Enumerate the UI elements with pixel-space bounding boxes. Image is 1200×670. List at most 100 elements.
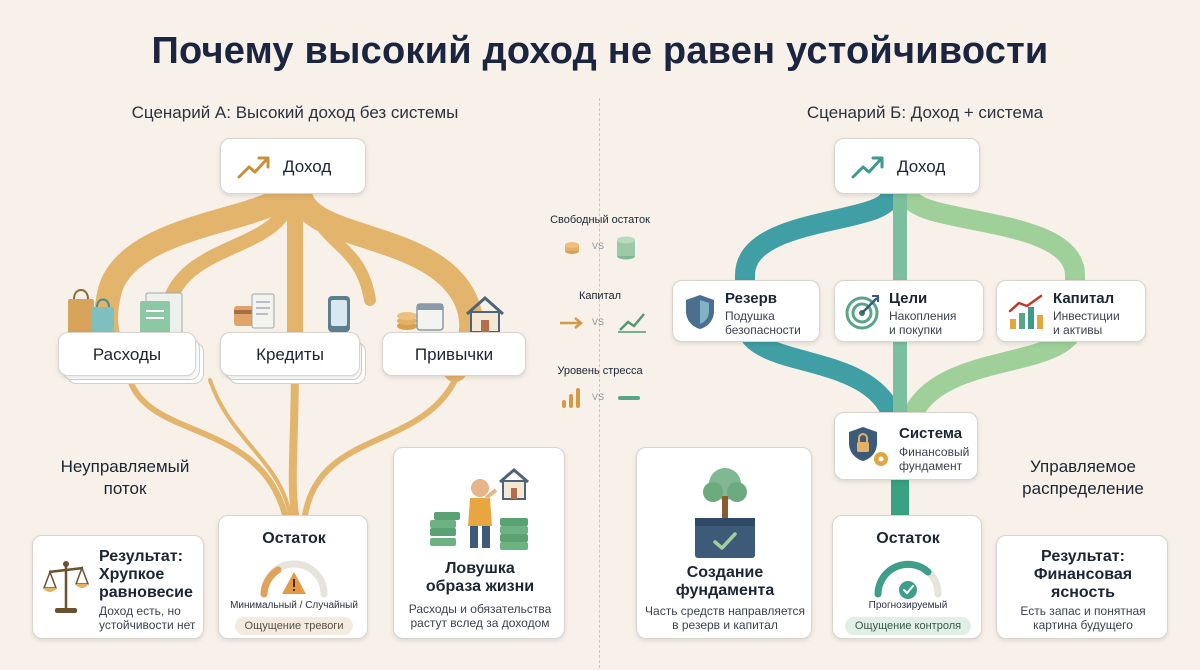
scales-icon (43, 561, 89, 613)
trap-desc-line: растут вслед за доходом (410, 616, 550, 630)
result-desc-line: Доход есть, но (99, 604, 181, 618)
compare-free-remainder-label: Свободный остаток (550, 214, 650, 226)
compare-free-remainder (565, 236, 635, 260)
remainder-title: Остаток (876, 530, 940, 547)
result-line: Результат: (1041, 548, 1125, 565)
shield-lock-gear-icon (849, 427, 888, 466)
gauge-low-icon (260, 560, 328, 598)
shopping-bags-icon (68, 289, 183, 337)
income-label: Доход (283, 157, 332, 176)
result-desc-b: Есть запас и понятная картина будущего (997, 604, 1169, 632)
vs-label: VS (592, 317, 605, 327)
vs-label: VS (592, 241, 605, 251)
scenario-b-heading: Сценарий Б: Доход + система (806, 103, 1044, 122)
bucket-sub: Инвестиции и активы (1053, 309, 1120, 337)
feeling-pill: Ощущение контроля (844, 617, 972, 635)
page-title: Почему высокий доход не равен устойчивос… (151, 30, 1049, 72)
vs-label: VS (592, 392, 605, 402)
lifestyle-trap-card: Ловушка образа жизни Расходы и обязатель… (393, 447, 565, 639)
income-card-a: Доход (220, 138, 366, 194)
system-card: Система Финансовый фундамент (834, 412, 978, 480)
shield-icon (686, 295, 714, 329)
result-line: Хрупкое (99, 566, 165, 583)
cards-receipt-icon (234, 293, 350, 332)
coins-calendar-house-icon (397, 295, 504, 333)
bucket-sub-line: Накопления (889, 309, 957, 323)
gold-streams (94, 178, 484, 519)
result-line: Результат: (99, 548, 183, 565)
gauge-stable-icon (874, 560, 942, 599)
trap-desc: Расходы и обязательства растут вслед за … (394, 602, 566, 630)
bucket-sub-line: Подушка (725, 309, 775, 323)
bucket-sub: Накопления и покупки (889, 309, 956, 337)
bucket-sub-line: и покупки (889, 323, 943, 337)
trend-up-icon (237, 156, 270, 179)
compare-stress-label: Уровень стресса (557, 365, 643, 377)
result-desc-line: картина будущего (1033, 618, 1133, 632)
person-money-house-icon (430, 468, 529, 550)
flow-label-b: Управляемое распределение (998, 456, 1168, 500)
flow-label-line: Неуправляемый (60, 457, 190, 476)
foundation-desc: Часть средств направляется в резерв и ка… (637, 604, 813, 632)
flow-label-line: поток (103, 479, 147, 498)
result-card-a: Результат: Хрупкое равновесие Доход есть… (32, 535, 204, 639)
flow-label-a: Неуправляемый поток (40, 456, 210, 500)
category-label: Привычки (414, 345, 494, 364)
scenario-a-heading: Сценарий А: Высокий доход без системы (131, 103, 459, 122)
bucket-card-goals: Цели Накопления и покупки (834, 280, 984, 342)
compare-stress (562, 388, 640, 408)
system-sub: Финансовый фундамент (899, 445, 969, 473)
bucket-title: Цели (889, 290, 928, 307)
center-divider (599, 98, 600, 668)
target-icon (845, 295, 879, 330)
trap-title-line: образа жизни (425, 578, 535, 595)
category-card-expenses: Расходы (58, 332, 196, 376)
result-line: равновесие (99, 584, 193, 601)
category-card-habits: Привычки (382, 332, 526, 376)
remainder-state: Минимальный / Случайный (230, 600, 358, 611)
result-desc-line: Есть запас и понятная (1020, 604, 1146, 618)
flow-label-line: Управляемое (1030, 457, 1136, 476)
category-card-credits: Кредиты (220, 332, 360, 376)
trend-up-icon (851, 156, 884, 179)
category-label: Кредиты (256, 345, 324, 364)
remainder-card-a: Остаток Минимальный / Случайный Ощущение… (218, 515, 368, 639)
bucket-sub-line: и активы (1053, 323, 1103, 337)
feeling-badge-a: Ощущение тревоги (219, 616, 369, 635)
system-title: Система (899, 425, 963, 442)
trap-desc-line: Расходы и обязательства (408, 602, 552, 616)
result-desc-a: Доход есть, но устойчивости нет (99, 604, 195, 632)
system-sub-line: Финансовый (899, 445, 970, 459)
bucket-title: Резерв (725, 290, 777, 307)
result-line: ясность (1050, 584, 1116, 601)
trap-title-line: Ловушка (445, 560, 515, 577)
remainder-title: Остаток (262, 530, 326, 547)
trap-title: Ловушка образа жизни (394, 560, 566, 596)
bucket-title: Капитал (1053, 290, 1115, 307)
system-sub-line: фундамент (899, 459, 963, 473)
remainder-state: Прогнозируемый (868, 600, 948, 611)
foundation-desc-line: Часть средств направляется (645, 604, 805, 618)
result-title-a: Результат: Хрупкое равновесие (99, 548, 193, 602)
bucket-sub-line: безопасности (725, 323, 801, 337)
feeling-pill: Ощущение тревоги (234, 617, 354, 635)
flow-label-line: распределение (1022, 479, 1144, 498)
result-title-b: Результат: Финансовая ясность (997, 548, 1169, 602)
tree-box-icon (695, 468, 755, 558)
foundation-title-line: Создание (686, 564, 764, 581)
feeling-badge-b: Ощущение контроля (833, 616, 983, 635)
result-card-b: Результат: Финансовая ясность Есть запас… (996, 535, 1168, 639)
foundation-title-line: фундамента (675, 582, 775, 599)
category-label: Расходы (92, 345, 162, 364)
foundation-card: Создание фундамента Часть средств направ… (636, 447, 812, 639)
compare-capital-label: Капитал (578, 290, 622, 302)
result-line: Финансовая (1033, 566, 1133, 583)
result-desc-line: устойчивости нет (99, 618, 196, 632)
foundation-title: Создание фундамента (637, 564, 813, 600)
foundation-desc-line: в резерв и капитал (672, 618, 778, 632)
bucket-card-capital: Капитал Инвестиции и активы (996, 280, 1146, 342)
compare-capital (560, 313, 646, 333)
bucket-sub: Подушка безопасности (725, 309, 801, 337)
income-label: Доход (897, 157, 946, 176)
remainder-card-b: Остаток Прогнозируемый Ощущение контроля (832, 515, 982, 639)
